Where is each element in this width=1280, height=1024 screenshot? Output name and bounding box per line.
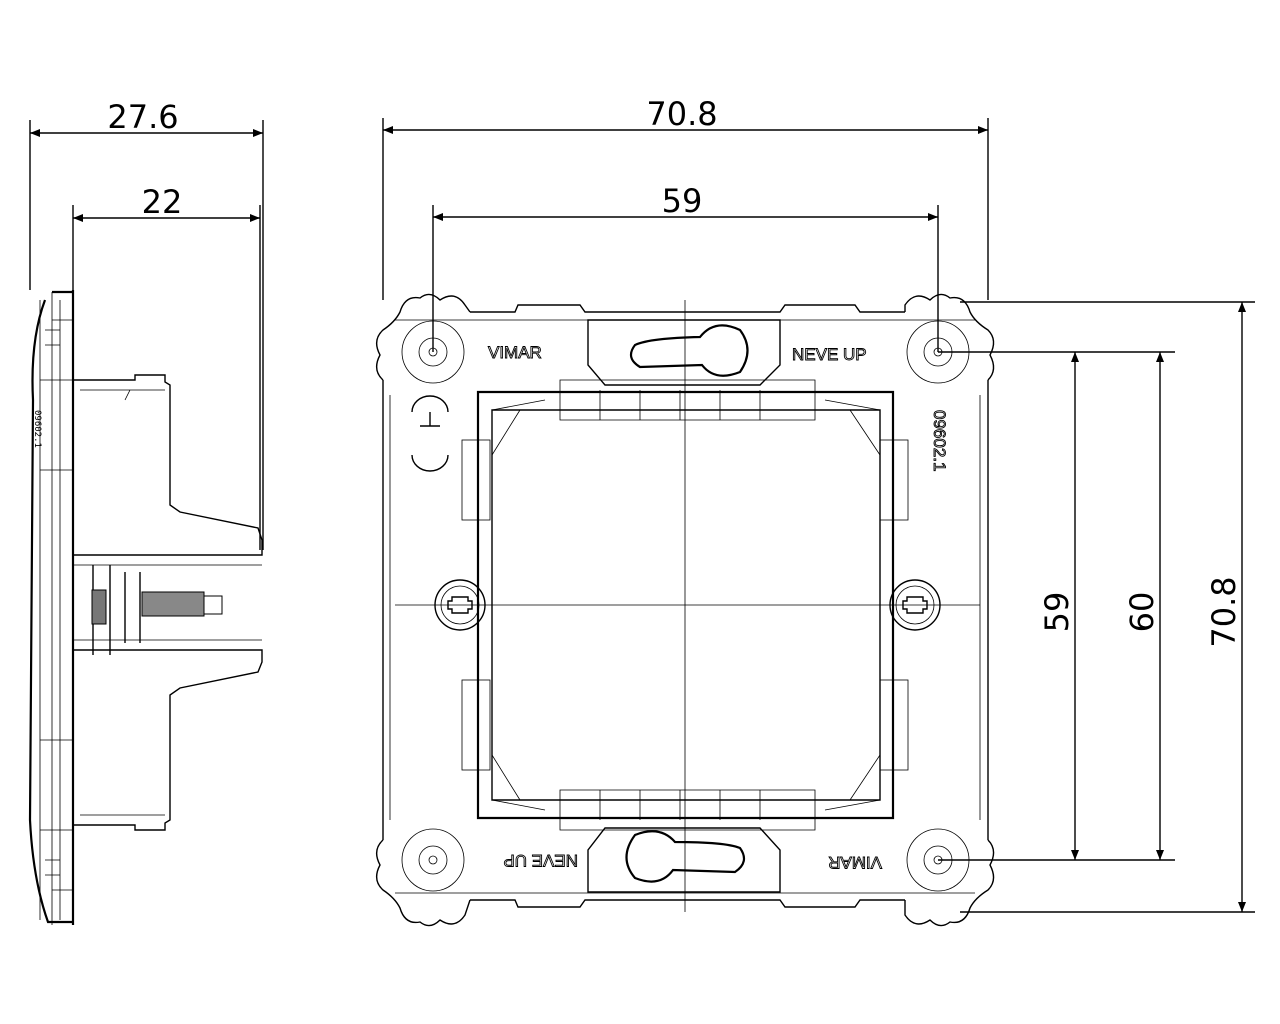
- ce-mark: CE: [0, 0, 449, 472]
- dim-label-27-6: 27.6: [107, 98, 178, 136]
- dim-label-59-vertical: 59: [1038, 592, 1076, 633]
- product-label-top: NEVE UP: [792, 345, 867, 364]
- front-view: 70.8 59 59 60 70.8: [0, 0, 1255, 927]
- top-keyhole-slot: [587, 319, 781, 386]
- product-label-bottom: NEVE UP: [503, 851, 578, 870]
- dimension-body-depth: 22: [73, 183, 260, 222]
- dimension-hole-spacing-horizontal: 59: [433, 182, 938, 221]
- bottom-keyhole-slot: [587, 827, 781, 893]
- brand-label-bottom: VIMAR: [828, 853, 882, 872]
- dim-label-59-horizontal: 59: [662, 182, 703, 220]
- dim-label-22: 22: [142, 183, 183, 221]
- dim-label-70-8-width: 70.8: [646, 95, 717, 133]
- dimension-overall-depth: 27.6: [30, 98, 263, 137]
- side-part-code: 09602.1: [32, 410, 42, 448]
- brand-label-top: VIMAR: [488, 343, 542, 362]
- side-view: 27.6 22 09602.1: [28, 98, 264, 925]
- inner-frame: [461, 379, 909, 831]
- right-fixing-screw: [889, 579, 941, 631]
- ce-mark-text: CE: [0, 0, 2, 1]
- corner-mounting-tabs: [375, 293, 995, 927]
- mounting-holes: [401, 320, 970, 892]
- dimension-60: 60: [1123, 352, 1164, 860]
- dim-label-70-8-height: 70.8: [1205, 576, 1243, 647]
- dimension-hole-spacing-vertical: 59: [1038, 352, 1079, 860]
- dimension-overall-width: 70.8: [383, 95, 988, 134]
- left-fixing-screw: [434, 579, 486, 631]
- dim-label-60: 60: [1123, 592, 1161, 633]
- dimension-overall-height: 70.8: [1205, 302, 1246, 912]
- part-code-label: 09602.1: [930, 410, 949, 471]
